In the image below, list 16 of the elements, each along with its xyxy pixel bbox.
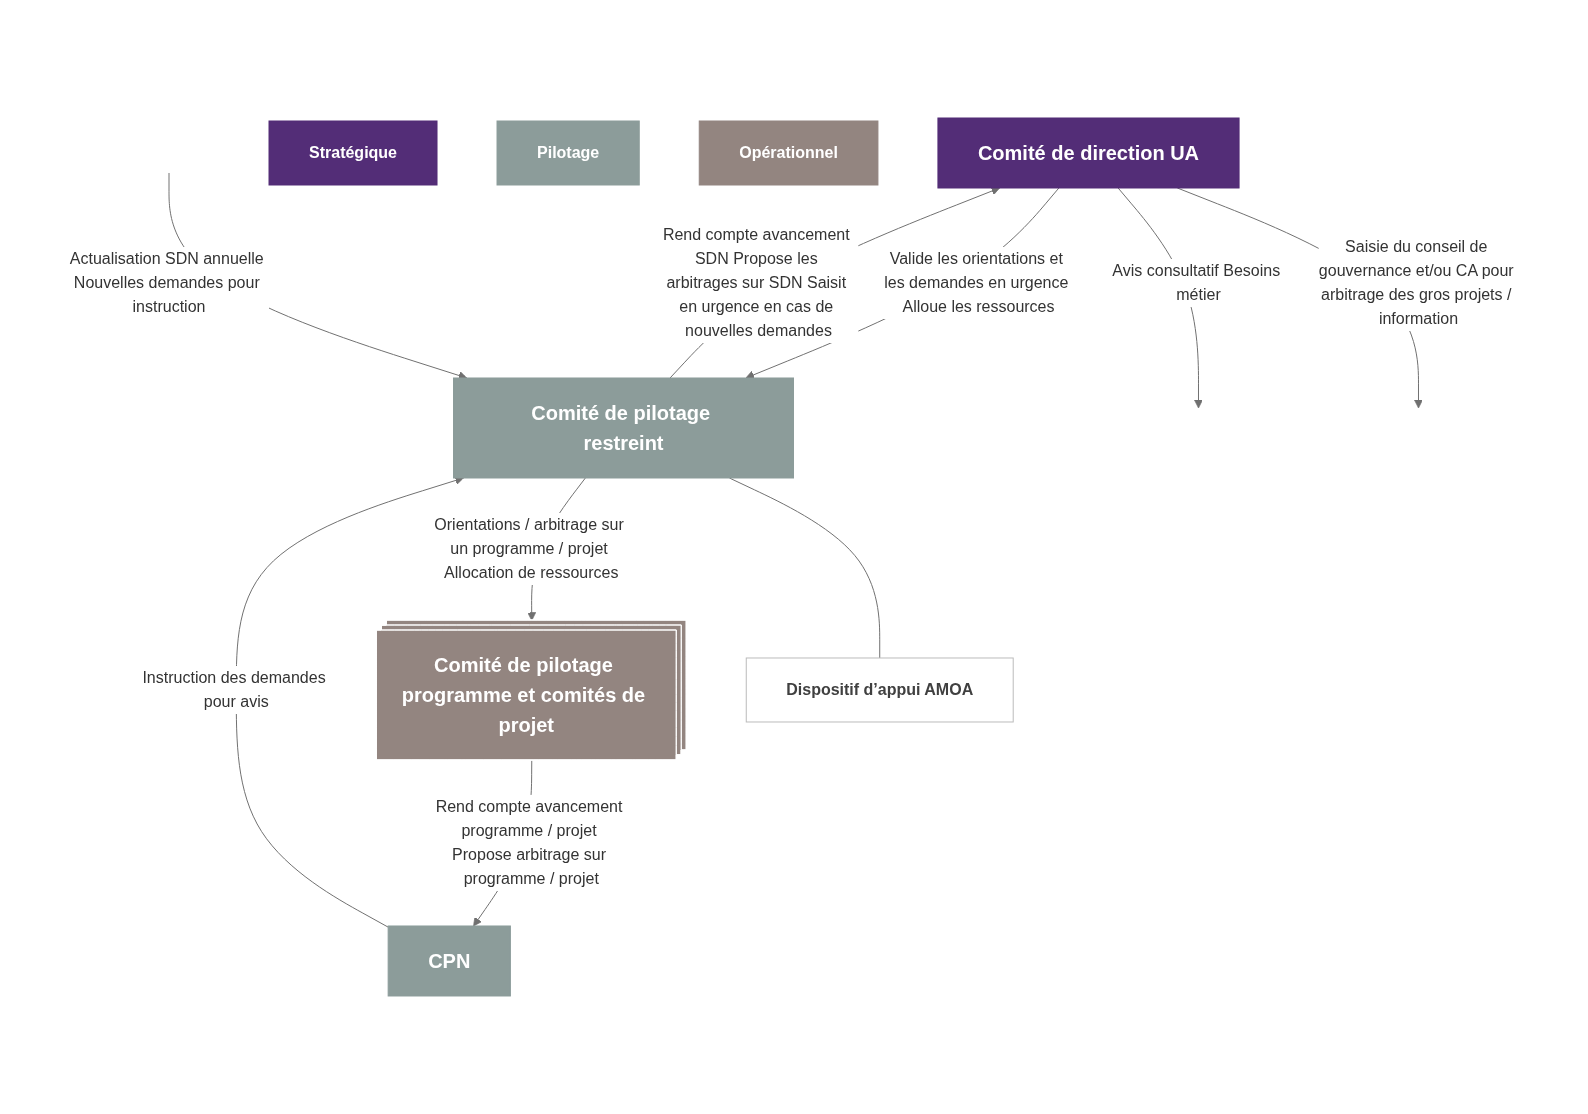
edge-label: Orientations / arbitrage sur un programme / projet Allocation de ressources	[434, 515, 624, 581]
node-box: Stratégique	[268, 120, 438, 186]
edge-label: Actualisation SDN annuelle Nouvelles demandes pour instruction	[70, 250, 264, 315]
edge-label: Saisie du conseil de gouvernance et/ou CA pour arbitrage des gros projets / information	[1319, 238, 1514, 327]
node-box: CPN	[387, 925, 512, 997]
connector	[729, 477, 881, 659]
node-box: Pilotage	[496, 120, 640, 186]
node-box: Comité de pilotage restreint	[453, 377, 795, 479]
node-box: Comité de direction UA	[937, 117, 1240, 189]
edge-label: Instruction des demandes pour avis	[142, 668, 326, 710]
node-box: Opérationnel	[699, 120, 879, 186]
edge-label: Rend compte avancement SDN Propose les arbitrages sur SDN Saisit en urgence en cas de nouvelles demandes	[663, 226, 850, 339]
node-box: Dispositif d’appui AMOA	[746, 657, 1014, 723]
edge-label: Rend compte avancement programme / projet Propose arbitrage sur programme / projet	[435, 797, 623, 887]
edge-label: Avis consultatif Besoins métier	[1112, 262, 1281, 303]
edge-label: Valide les orientations et les demandes en urgence Alloue les ressources	[884, 250, 1069, 315]
